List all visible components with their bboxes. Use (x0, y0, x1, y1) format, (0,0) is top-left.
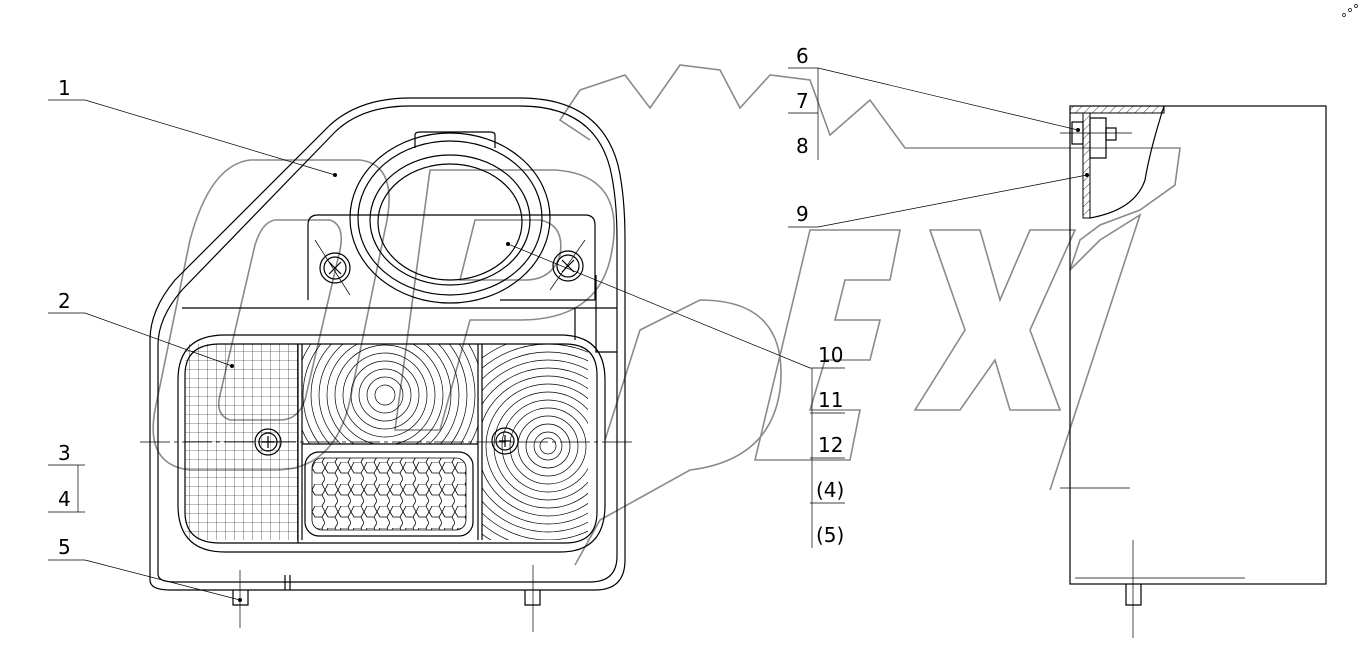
callout-6: 6 (796, 44, 809, 68)
callout-4-ref: (4) (816, 478, 844, 502)
bolt-left (314, 239, 351, 296)
callout-labels: 1 2 3 4 5 6 7 8 9 10 11 12 (4) (5) (58, 44, 844, 559)
corner-marks (1342, 4, 1358, 17)
callout-11: 11 (818, 388, 843, 412)
callout-2: 2 (58, 289, 71, 313)
watermark-logo (152, 64, 1181, 566)
callout-10: 10 (818, 343, 843, 367)
callout-1: 1 (58, 76, 71, 100)
callout-12: 12 (818, 433, 843, 457)
callout-8: 8 (796, 134, 809, 158)
lamp-side-view (1060, 105, 1327, 638)
callout-4: 4 (58, 487, 71, 511)
bolt-right (549, 239, 586, 291)
callout-5-ref: (5) (816, 523, 844, 547)
callout-9: 9 (796, 202, 809, 226)
leader-lines (48, 67, 1089, 602)
callout-7: 7 (796, 89, 809, 113)
callout-3: 3 (58, 441, 71, 465)
lamp-housing-front (140, 97, 635, 632)
callout-5: 5 (58, 535, 71, 559)
